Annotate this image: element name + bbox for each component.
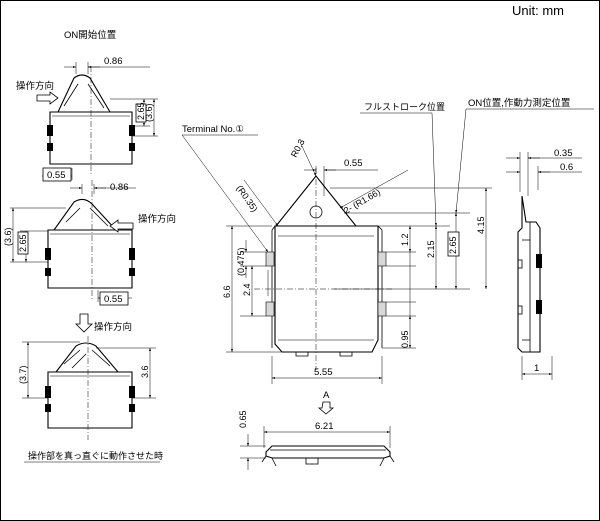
view-a-arrow: [317, 401, 335, 415]
operation-direction-2: 操作方向: [138, 213, 176, 225]
dim-0-6: 0.6: [560, 162, 573, 173]
switch-body-3: [47, 371, 133, 429]
unit-label: Unit: mm: [512, 3, 564, 18]
terminal-no1-label: Terminal No.①: [182, 124, 244, 135]
actuator-2: [53, 198, 117, 231]
dim-3-7: (3.7): [18, 365, 28, 384]
dim-0-475: (0.475): [236, 247, 246, 276]
dim-0-55-a: 0.55: [47, 170, 66, 181]
dim-1-2: 1.2: [400, 233, 410, 246]
operation-direction-1: 操作方向: [16, 80, 54, 92]
dim-3-6-a: (3.6): [144, 103, 154, 122]
dim-0-95: 0.95: [400, 330, 410, 348]
dim-0-55-main: 0.55: [344, 158, 363, 169]
view-a-label: A: [323, 390, 330, 401]
full-stroke-label: フルストローク位置: [364, 101, 445, 112]
dim-0-35: 0.35: [554, 148, 573, 159]
view-a-body: [265, 445, 391, 459]
terminal-left-bottom: [265, 301, 275, 317]
view-a: A 6.21 0.65: [238, 390, 395, 470]
dim-1: 1: [534, 363, 539, 374]
operation-direction-3: 操作方向: [94, 321, 132, 333]
side-profile: [517, 195, 541, 353]
switch-body-2: [47, 229, 133, 289]
operation-arrow-2: [109, 219, 134, 233]
dim-0-65: 0.65: [238, 410, 248, 428]
terminal-right-top: [377, 251, 387, 267]
actuator-3: [55, 342, 119, 373]
dim-r0-35: (R0.35): [234, 183, 259, 213]
dim-0-55-b: 0.55: [104, 294, 123, 305]
dim-6-6: 6.6: [222, 285, 232, 298]
view-operation-side: 0.86 操作方向 (3.6) 2.65 0.55: [3, 180, 176, 306]
on-position-force-label: ON位置,作動力測定位置: [468, 97, 570, 109]
dim-2-65-a: 2.65: [136, 102, 146, 120]
dim-2-65-b: 2.65: [18, 234, 28, 252]
actuator: [57, 74, 111, 113]
operation-arrow-1: [36, 91, 59, 105]
dim-4-15: 4.15: [476, 216, 486, 234]
terminal-left-top: [265, 251, 275, 267]
straight-operation-note: 操作部を真っ直ぐに動作させた時: [28, 450, 163, 461]
view-on-start: ON開始位置 0.86 操作方向 2.65 (3.6) 0.: [16, 29, 158, 182]
dim-2-4: 2.4: [242, 283, 252, 296]
dim-2-15: 2.15: [426, 240, 436, 258]
dim-3-6-c: 3.6: [140, 365, 150, 378]
dim-0-86-top: 0.86: [104, 56, 123, 67]
dim-r0-3: R0.3: [289, 137, 307, 158]
dim-6-21: 6.21: [315, 421, 334, 432]
dim-0-86-mid: 0.86: [110, 182, 129, 193]
dim-2-65-main: 2.65: [448, 236, 458, 254]
dim-2-r1-66: 2- (R1.66): [342, 187, 382, 216]
main-front-view: Terminal No.① R0.3 (R0.35) 2- (R1.66): [181, 97, 594, 384]
dim-3-6-b: (3.6): [3, 227, 13, 246]
view-straight-operation: 操作方向 (3.7) 3.6 操作部を真っ直ぐに動作させた時: [18, 313, 163, 463]
terminal-right-bottom: [377, 301, 387, 317]
operation-arrow-3: [75, 313, 93, 333]
side-view: 0.35 0.6 1: [506, 148, 582, 380]
on-position-label: ON開始位置: [64, 29, 116, 41]
dim-5-55: 5.55: [314, 367, 333, 378]
